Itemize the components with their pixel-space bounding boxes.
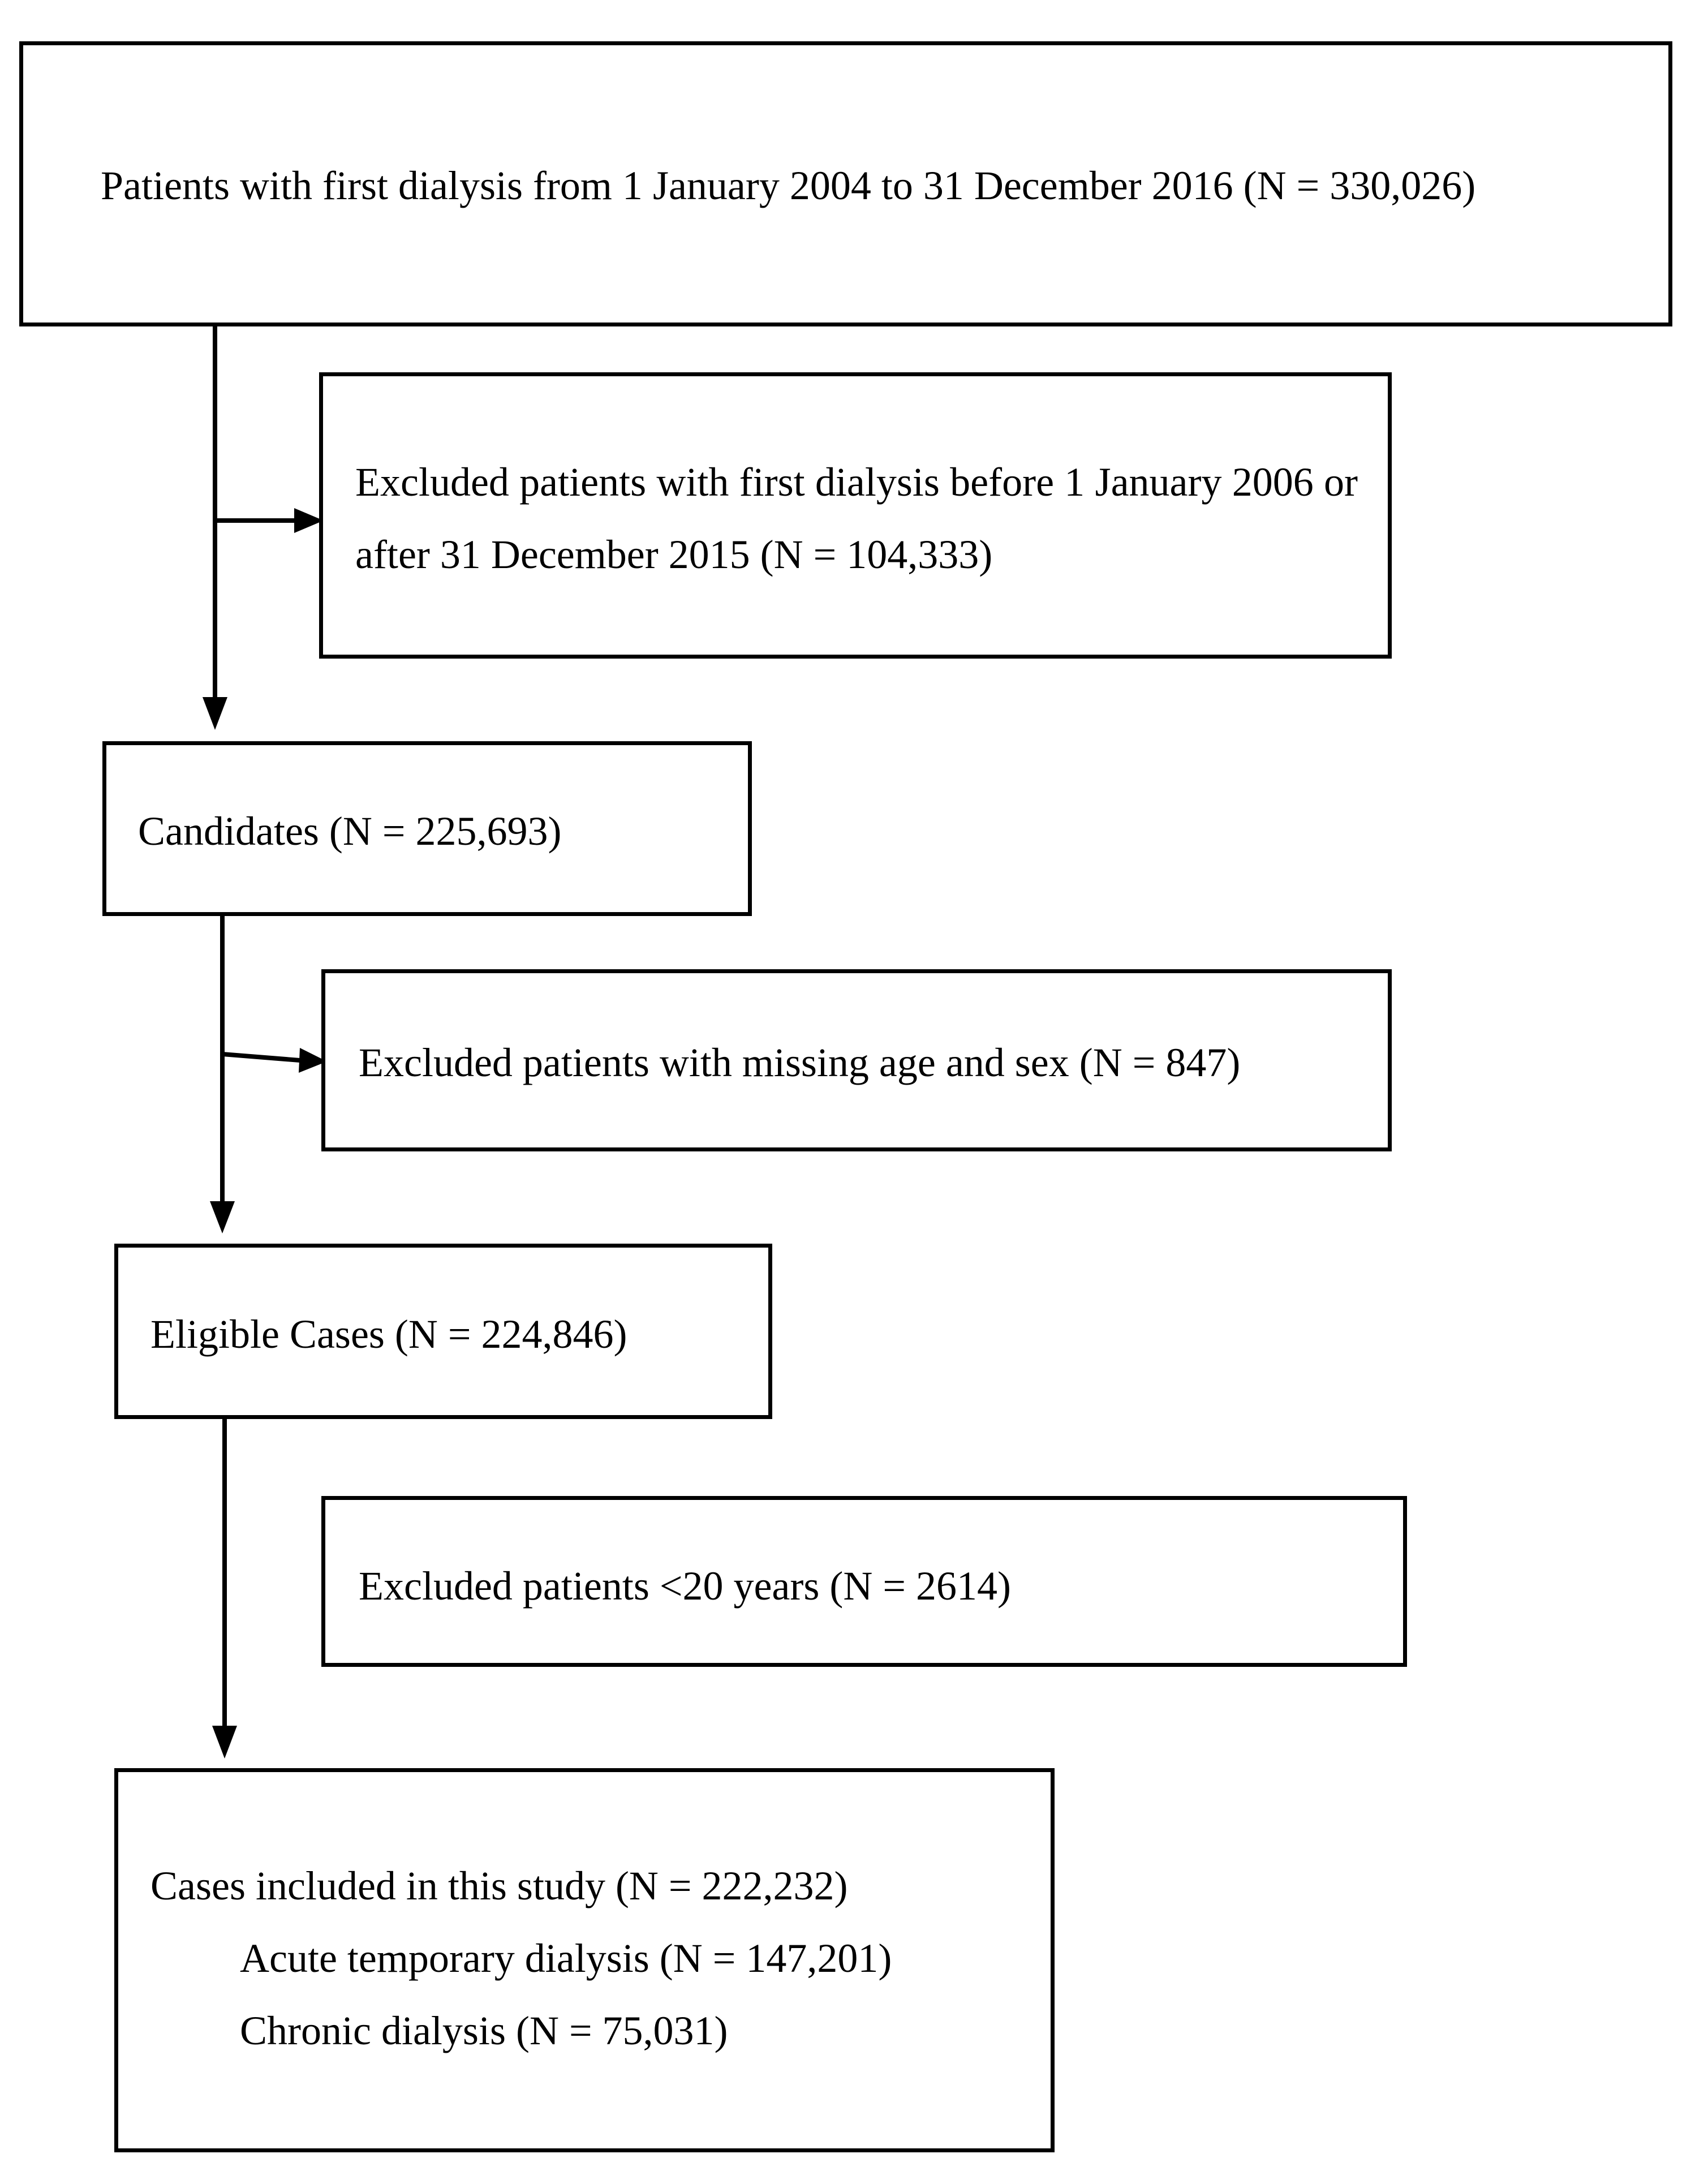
arrowhead-to-exclusion-1: [294, 508, 324, 533]
included-box: [114, 1768, 1055, 2152]
included-subgroup-acute: Acute temporary dialysis (N = 147,201): [240, 1936, 892, 1981]
start-box: [19, 41, 1672, 326]
candidates-box: [102, 741, 752, 916]
eligible-label: Eligible Cases (N = 224,846): [150, 1312, 627, 1357]
candidates-label: Candidates (N = 225,693): [138, 809, 562, 854]
connector-branch-exclusion-2: [222, 1052, 300, 1063]
exclusion-2-label: Excluded patients with missing age and s…: [359, 1040, 1241, 1085]
exclusion-3-label: Excluded patients <20 years (N = 2614): [359, 1563, 1011, 1609]
exclusion-1-label: Excluded patients with first dialysis be…: [355, 459, 1358, 577]
exclusion-box-2: [321, 969, 1392, 1151]
start-label: Patients with first dialysis from 1 Janu…: [101, 163, 1476, 208]
included-label: Cases included in this study (N = 222,23…: [150, 1863, 848, 1908]
exclusion-box-1: [319, 372, 1392, 659]
included-subgroup-chronic: Chronic dialysis (N = 75,031): [240, 2008, 728, 2053]
arrowhead-to-included: [212, 1726, 237, 1759]
arrowhead-to-eligible: [210, 1201, 235, 1233]
arrowhead-to-exclusion-2: [299, 1048, 327, 1073]
eligible-box: [114, 1244, 772, 1419]
exclusion-box-3: [321, 1496, 1407, 1667]
arrowhead-to-candidates: [203, 697, 227, 730]
